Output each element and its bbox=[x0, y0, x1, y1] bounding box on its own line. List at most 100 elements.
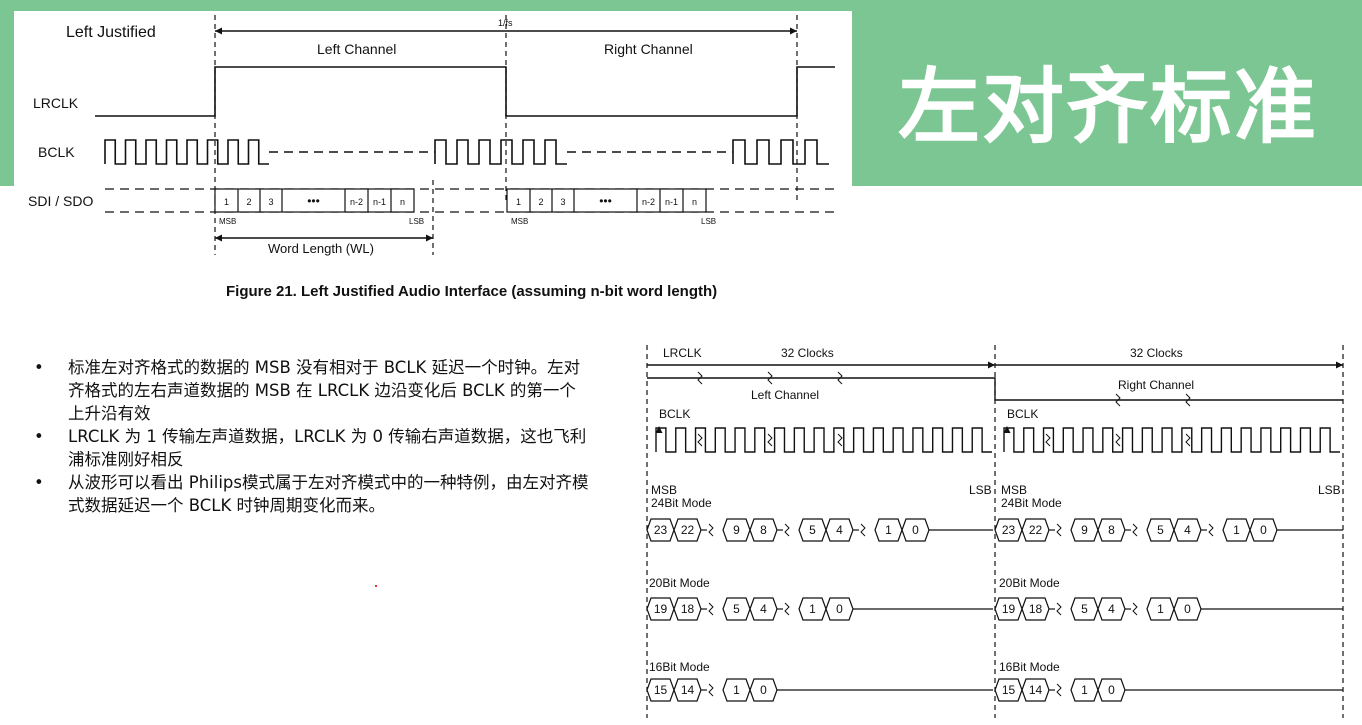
lrclk-waveform bbox=[647, 377, 1343, 401]
left-justified-timing-diagram: Left Justified 1/fs Left Channel Right C… bbox=[28, 15, 835, 256]
break-mark bbox=[784, 523, 790, 537]
break-mark bbox=[837, 371, 843, 385]
bit-value: 4 bbox=[1184, 523, 1191, 537]
bit-value: 19 bbox=[1002, 602, 1016, 616]
bit-cell: 2 bbox=[538, 197, 543, 207]
break-mark bbox=[1045, 433, 1051, 447]
bclk-label-right: BCLK bbox=[1007, 407, 1038, 421]
arrowhead bbox=[215, 234, 222, 242]
break-mark bbox=[1115, 393, 1121, 407]
break-mark bbox=[697, 371, 703, 385]
mode-label-16-right: 16Bit Mode bbox=[999, 660, 1060, 674]
word-length-label: Word Length (WL) bbox=[268, 241, 374, 256]
bclk-waveform bbox=[434, 139, 567, 165]
left-channel-label: Left Channel bbox=[317, 41, 396, 57]
bullet-item: •从波形可以看出 Philips模式属于左对齐模式中的一种特例，由左对齐模式数据… bbox=[34, 473, 589, 515]
msb-label-1: MSB bbox=[219, 217, 236, 226]
bit-value: 0 bbox=[836, 602, 843, 616]
bullet-dot: • bbox=[34, 473, 44, 492]
bclk-label-left: BCLK bbox=[659, 407, 690, 421]
break-mark bbox=[1208, 523, 1214, 537]
break-mark bbox=[697, 433, 703, 447]
bit-value: 5 bbox=[733, 602, 740, 616]
bit-value: 1 bbox=[1233, 523, 1240, 537]
bit-cell: 2 bbox=[246, 197, 251, 207]
bit-value: 1 bbox=[885, 523, 892, 537]
bit-cell: ••• bbox=[599, 194, 612, 208]
mode-label-16-left: 16Bit Mode bbox=[649, 660, 710, 674]
bit-value: 4 bbox=[836, 523, 843, 537]
bit-cell: n-2 bbox=[350, 197, 363, 207]
bit-value: 15 bbox=[654, 683, 668, 697]
bit-value: 8 bbox=[1108, 523, 1115, 537]
break-mark bbox=[767, 433, 773, 447]
bit-value: 18 bbox=[681, 602, 695, 616]
bit-value: 9 bbox=[1081, 523, 1088, 537]
bit-value: 5 bbox=[1157, 523, 1164, 537]
bit-value: 22 bbox=[681, 523, 695, 537]
bit-cell: n-1 bbox=[373, 197, 386, 207]
sdi-word-frame bbox=[506, 188, 707, 213]
bit-value: 1 bbox=[1081, 683, 1088, 697]
mode-label-24-right: 24Bit Mode bbox=[1001, 496, 1062, 510]
bit-cell: n-1 bbox=[665, 197, 678, 207]
bit-value: 8 bbox=[760, 523, 767, 537]
bclk-waveform bbox=[104, 139, 269, 165]
break-mark bbox=[1132, 523, 1138, 537]
signal-label-lrclk: LRCLK bbox=[33, 95, 79, 111]
bit-value: 14 bbox=[1029, 683, 1043, 697]
break-mark bbox=[1056, 683, 1062, 697]
rising-edge-arrow bbox=[655, 426, 663, 433]
bit-value: 0 bbox=[1260, 523, 1267, 537]
bit-cell: n bbox=[692, 197, 697, 207]
break-mark bbox=[1056, 602, 1062, 616]
bit-value: 0 bbox=[912, 523, 919, 537]
bit-value: 4 bbox=[760, 602, 767, 616]
break-mark bbox=[1185, 393, 1191, 407]
slide-title: 左对齐标准 bbox=[898, 60, 1319, 155]
break-mark bbox=[767, 371, 773, 385]
arrowhead bbox=[215, 27, 222, 35]
mode-label-24-left: 24Bit Mode bbox=[651, 496, 712, 510]
right-channel-label: Right Channel bbox=[1118, 378, 1194, 392]
break-mark bbox=[1056, 523, 1062, 537]
bullet-item: •LRCLK 为 1 传输左声道数据，LRCLK 为 0 传输右声道数据，这也飞… bbox=[34, 427, 587, 469]
mode-label-20-left: 20Bit Mode bbox=[649, 576, 710, 590]
msb-label-right: MSB bbox=[1001, 483, 1027, 497]
break-mark bbox=[708, 602, 714, 616]
top-figure-panel bbox=[14, 11, 852, 309]
bit-value: 5 bbox=[1081, 602, 1088, 616]
stray-mark bbox=[375, 585, 377, 587]
break-mark bbox=[708, 683, 714, 697]
break-mark bbox=[1115, 433, 1121, 447]
break-mark bbox=[708, 523, 714, 537]
bit-value: 1 bbox=[809, 602, 816, 616]
bit-value: 4 bbox=[1108, 602, 1115, 616]
bit-value: 18 bbox=[1029, 602, 1043, 616]
arrowhead bbox=[988, 361, 995, 369]
clocks-label-right: 32 Clocks bbox=[1130, 346, 1183, 360]
bit-cell: 3 bbox=[268, 197, 273, 207]
bit-cell: 1 bbox=[516, 197, 521, 207]
bit-value: 0 bbox=[760, 683, 767, 697]
bit-value: 23 bbox=[654, 523, 668, 537]
right-channel-label: Right Channel bbox=[604, 41, 693, 57]
break-mark bbox=[837, 433, 843, 447]
bit-cell: ••• bbox=[307, 194, 320, 208]
bit-value: 15 bbox=[1002, 683, 1016, 697]
figure-caption: Figure 21. Left Justified Audio Interfac… bbox=[226, 283, 718, 300]
bit-cell: 3 bbox=[560, 197, 565, 207]
lsb-label-right: LSB bbox=[1318, 483, 1341, 497]
bit-value: 9 bbox=[733, 523, 740, 537]
lsb-label-1: LSB bbox=[409, 217, 424, 226]
bit-cell: n bbox=[400, 197, 405, 207]
rising-edge-arrow bbox=[1003, 426, 1011, 433]
bullet-dot: • bbox=[34, 427, 44, 446]
msb-label-left: MSB bbox=[651, 483, 677, 497]
bit-value: 5 bbox=[809, 523, 816, 537]
lrclk-label: LRCLK bbox=[663, 346, 702, 360]
bullet-item: •标准左对齐格式的数据的 MSB 没有相对于 BCLK 延迟一个时钟。左对齐格式… bbox=[34, 358, 581, 423]
break-mark bbox=[860, 523, 866, 537]
bclk-waveform bbox=[1003, 427, 1340, 453]
arrowhead bbox=[426, 234, 433, 242]
